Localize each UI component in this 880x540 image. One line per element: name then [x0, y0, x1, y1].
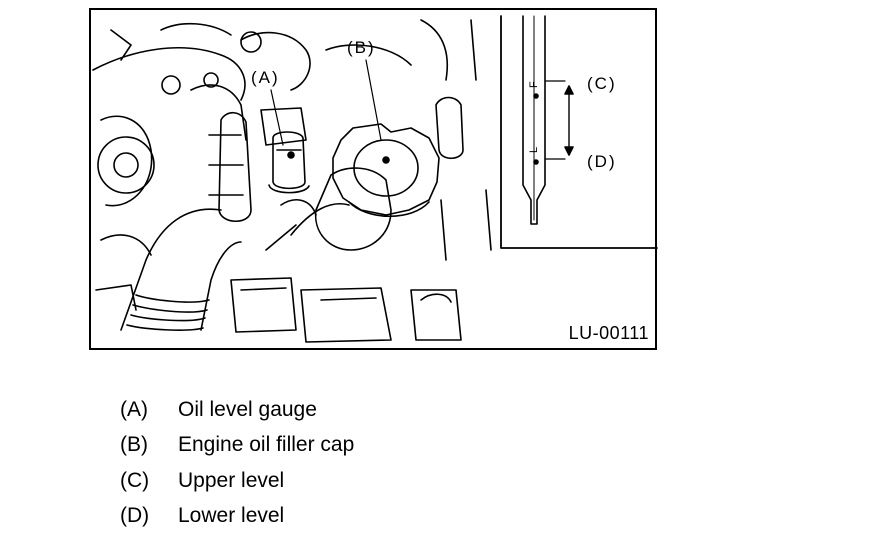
engine-diagram-figure: F L (A) (B) (C) (D) LU-00111 [89, 8, 658, 350]
callout-leader-lines [270, 59, 382, 146]
legend-item: (C) Upper level [120, 463, 354, 499]
callout-a: (A) [251, 68, 280, 87]
callout-c: (C) [587, 74, 617, 93]
legend-text: Lower level [178, 504, 285, 528]
legend-item: (A) Oil level gauge [120, 392, 354, 428]
legend-text: Upper level [178, 468, 285, 492]
legend-key: (B) [120, 433, 148, 457]
gauge-mark-lower: L [528, 147, 540, 153]
dipstick-inset: F L [500, 15, 658, 249]
legend-key: (D) [120, 504, 150, 528]
oil-filler-cap [332, 123, 440, 218]
callout-d: (D) [587, 152, 617, 171]
engine-line-drawing: F L [92, 15, 658, 343]
legend-key: (A) [120, 397, 148, 421]
legend-item: (B) Engine oil filler cap [120, 428, 354, 464]
figure-code: LU-00111 [568, 323, 649, 343]
engine-background-linework [92, 19, 492, 343]
legend-text: Engine oil filler cap [178, 433, 355, 457]
gauge-mark-upper: F [528, 81, 540, 88]
legend-list: (A) Oil level gauge (B) Engine oil fille… [120, 392, 354, 534]
legend-key: (C) [120, 468, 150, 492]
callout-b: (B) [347, 38, 376, 57]
oil-level-gauge-handle [268, 131, 310, 194]
hose-drawing [120, 208, 242, 331]
legend-text: Oil level gauge [178, 397, 317, 421]
legend-item: (D) Lower level [120, 499, 354, 535]
